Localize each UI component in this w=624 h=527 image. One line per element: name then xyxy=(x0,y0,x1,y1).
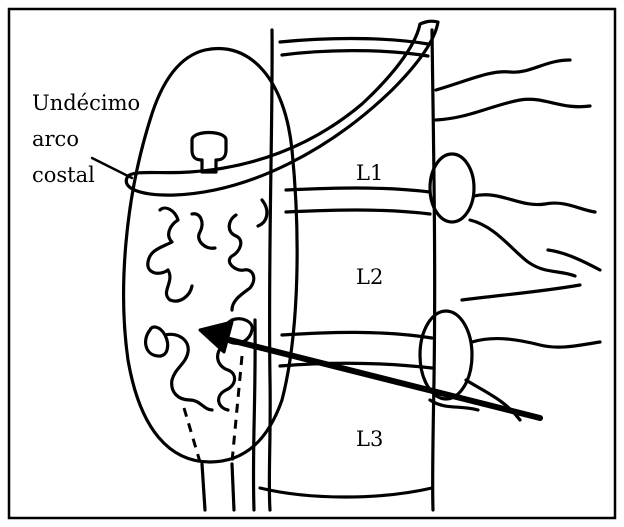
process-l1-c xyxy=(548,250,600,270)
process-l2-top xyxy=(462,285,580,300)
calyx-right-top xyxy=(258,200,267,226)
renal-calyces xyxy=(146,200,267,410)
disc-line-l1-bottom-b xyxy=(286,210,430,214)
calyx-right-upper xyxy=(229,215,254,310)
label-rib-line3: costal xyxy=(32,163,95,187)
label-l3: L3 xyxy=(356,427,383,451)
label-l2: L2 xyxy=(356,265,383,289)
ureter-left-dashed xyxy=(184,408,200,462)
disc-line-l3-bottom xyxy=(260,488,432,497)
label-l1: L1 xyxy=(356,161,383,185)
process-l1-a xyxy=(474,195,595,212)
spine-left-edge xyxy=(269,30,272,510)
arrow-head xyxy=(200,322,232,352)
renal-knob xyxy=(192,133,226,173)
disc-line-l2-bottom-a xyxy=(282,332,432,338)
calyx-right-lower xyxy=(218,345,235,410)
process-l1-b xyxy=(470,220,575,276)
figure-border xyxy=(9,9,615,518)
rib-label-leader xyxy=(92,158,132,178)
process-top-2 xyxy=(436,99,590,120)
calyx-left-upper xyxy=(148,208,192,301)
facet-joint-l1 xyxy=(430,154,474,222)
ureter-left-solid xyxy=(202,464,205,510)
process-top-1 xyxy=(436,60,570,90)
calyx-left-top xyxy=(192,214,215,249)
disc-line-l2-bottom-b xyxy=(280,363,432,368)
process-l2-a xyxy=(472,339,600,348)
disc-line-l1-bottom-a xyxy=(286,188,430,192)
calyx-left-lower xyxy=(165,334,212,410)
label-rib-line2: arco xyxy=(32,127,79,151)
disc-line-top xyxy=(280,39,428,45)
ureter-right-solid xyxy=(232,464,234,510)
calyx-left-lower-cup xyxy=(146,327,168,356)
facet-joint-l2 xyxy=(420,311,472,399)
vertebrae xyxy=(260,39,432,498)
label-rib-line1: Undécimo xyxy=(32,91,140,115)
spine-right-edge xyxy=(432,30,435,510)
vertebral-processes xyxy=(430,60,600,420)
